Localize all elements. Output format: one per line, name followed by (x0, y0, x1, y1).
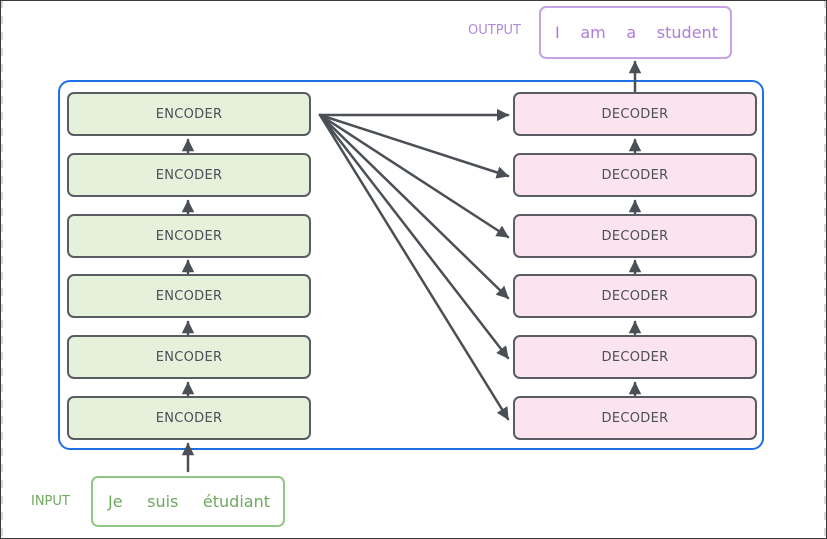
input-word: Je (108, 492, 123, 511)
encoder-block-4: ENCODER (67, 274, 311, 318)
encoder-decoder-arrow (318, 113, 510, 360)
decoder-block-6: DECODER (513, 396, 757, 440)
left-edge-decoration (0, 0, 3, 539)
transformer-container (58, 80, 764, 450)
output-word: student (656, 23, 718, 42)
output-label: OUTPUT (468, 23, 521, 38)
input-label: INPUT (31, 494, 70, 509)
decoder-block-3: DECODER (513, 214, 757, 258)
encoder-block-5: ENCODER (67, 335, 311, 379)
encoder-block-6: ENCODER (67, 396, 311, 440)
encoder-decoder-arrow (318, 113, 510, 179)
encoder-block-2: ENCODER (67, 153, 311, 197)
decoder-block-5: DECODER (513, 335, 757, 379)
output-sentence-box: I am a student (539, 6, 732, 59)
decoder-block-4: DECODER (513, 274, 757, 318)
input-word: suis (147, 492, 179, 511)
encoder-block-3: ENCODER (67, 214, 311, 258)
output-word: I (555, 23, 560, 42)
input-word: étudiant (202, 492, 270, 511)
right-edge-decoration (824, 0, 827, 539)
encoder-decoder-arrow (318, 113, 510, 239)
encoder-decoder-arrow (318, 113, 510, 300)
output-word: a (626, 23, 637, 42)
decoder-block-2: DECODER (513, 153, 757, 197)
encoder-decoder-arrow (318, 113, 510, 421)
encoder-block-1: ENCODER (67, 92, 311, 136)
input-sentence-box: Je suis étudiant (91, 476, 285, 527)
output-word: am (580, 23, 606, 42)
decoder-block-1: DECODER (513, 92, 757, 136)
